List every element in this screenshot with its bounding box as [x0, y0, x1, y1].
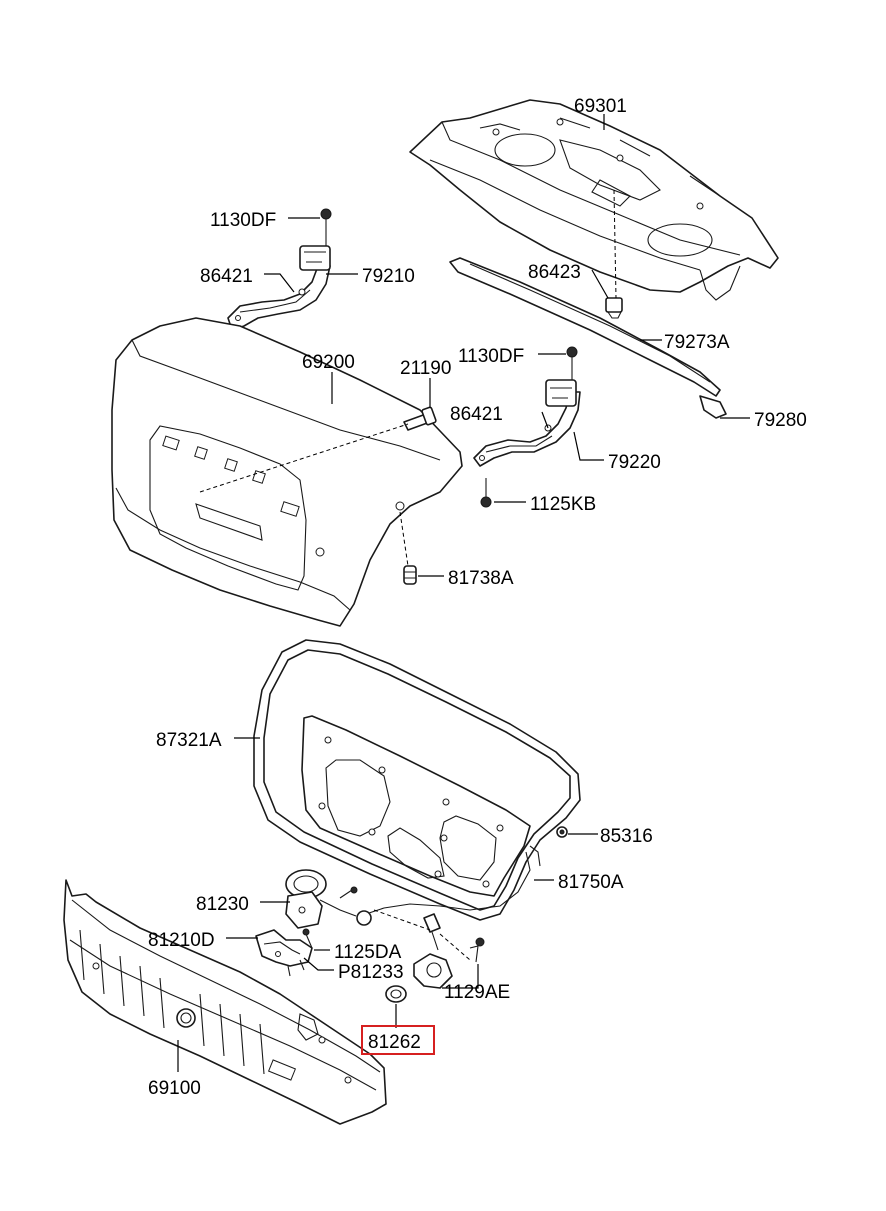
- label-85316: 85316: [600, 826, 653, 847]
- bolt-1129AE: [469, 937, 485, 963]
- hinge-right-79220: [473, 346, 581, 508]
- trunk-lid-69200: [111, 317, 463, 627]
- lock-cylinder-P81233: [413, 913, 453, 989]
- label-81262: 81262: [368, 1032, 421, 1053]
- label-1125KB: 1125KB: [530, 494, 596, 515]
- label-69200: 69200: [302, 352, 355, 373]
- label-87321A: 87321A: [156, 730, 222, 751]
- bolt-1125DA: [302, 928, 313, 949]
- release-cable-81750A: [365, 845, 541, 915]
- label-79273A: 79273A: [664, 332, 730, 353]
- part-labels: 69301 1130DF 86421 79210 86423 79273A 69…: [148, 96, 807, 1099]
- label-1129AE: 1129AE: [444, 982, 510, 1003]
- label-79280: 79280: [754, 410, 807, 431]
- hinge-left-79210: [227, 208, 332, 331]
- leader-lines: [177, 114, 750, 1072]
- fastener-85316: [556, 826, 568, 838]
- back-panel-69100: [63, 879, 387, 1125]
- highlight-box-81262: [361, 1025, 435, 1055]
- label-79220: 79220: [608, 452, 661, 473]
- label-86423: 86423: [528, 262, 581, 283]
- label-1130DF-upper: 1130DF: [210, 210, 276, 231]
- label-81750A: 81750A: [558, 872, 624, 893]
- label-81230: 81230: [196, 894, 249, 915]
- assembly-lines: [199, 189, 617, 961]
- bumper-81738A: [403, 565, 417, 585]
- torsion-bar-79273A: [449, 257, 727, 419]
- label-86421-lower: 86421: [450, 404, 503, 425]
- bolt-21190: [403, 406, 437, 431]
- label-79210: 79210: [362, 266, 415, 287]
- label-69100: 69100: [148, 1078, 201, 1099]
- label-81210D: 81210D: [148, 930, 215, 951]
- trunk-lid-inner-panel: [301, 715, 531, 897]
- label-81738A: 81738A: [448, 568, 514, 589]
- actuator-81210D: [255, 929, 313, 977]
- label-21190: 21190: [400, 358, 451, 379]
- package-tray-panel-69301: [409, 99, 779, 301]
- label-P81233: P81233: [338, 962, 404, 983]
- label-1125DA: 1125DA: [334, 942, 402, 963]
- clip-86423: [605, 297, 623, 319]
- grommet-81262: [385, 985, 407, 1003]
- latch-81230: [285, 869, 372, 929]
- label-86421-upper: 86421: [200, 266, 253, 287]
- label-1130DF-lower: 1130DF: [458, 346, 524, 367]
- label-69301: 69301: [574, 96, 627, 117]
